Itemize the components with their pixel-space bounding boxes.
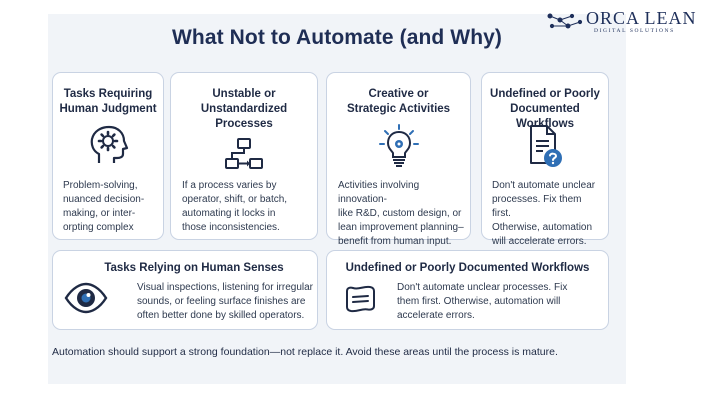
scroll-icon	[346, 285, 375, 313]
card-undefined-workflows-wide: Undefined or Poorly Documented Workflows…	[326, 250, 609, 330]
logo-tagline: DIGITAL SOLUTIONS	[594, 28, 675, 34]
card-title: Unstable or Unstandardized Processes	[200, 88, 288, 130]
orca-lean-logo: ORCA LEAN DIGITAL SOLUTIONS	[546, 8, 716, 38]
card-description: Activities involving innovation- like R&…	[338, 180, 464, 247]
process-flow-icon	[225, 138, 263, 169]
card-description: Don't automate unclear processes. Fix th…	[397, 282, 568, 321]
logo-name: ORCA LEAN	[586, 8, 697, 28]
card-description: Visual inspections, listening for irregu…	[137, 282, 314, 321]
card-unstable-processes: Unstable or Unstandardized Processes If …	[170, 72, 318, 240]
card-description: Don't automate unclear processes. Fix th…	[492, 180, 596, 247]
card-description: Problem-solving, nuanced decision- makin…	[63, 180, 145, 233]
card-title: Tasks Relying on Human Senses	[104, 262, 284, 274]
card-creative-activities: Creative or Strategic Activities Activit…	[326, 72, 471, 247]
card-title: Tasks Requiring Human Judgment	[59, 88, 157, 115]
head-gear-icon	[90, 125, 129, 163]
lightbulb-gear-icon	[378, 124, 419, 167]
eye-icon	[64, 282, 108, 314]
card-description: If a process varies by operator, shift, …	[182, 180, 288, 233]
document-question-icon	[530, 125, 562, 167]
card-undefined-workflows: Undefined or Poorly Documented Workflows…	[481, 72, 609, 247]
logo-mark-icon	[547, 13, 583, 29]
card-title: Undefined or Poorly Documented Workflows	[345, 262, 590, 274]
page-title: What Not to Automate (and Why)	[171, 26, 502, 49]
card-human-senses: Tasks Relying on Human Senses Visual ins…	[52, 250, 318, 330]
footer-note: Automation should support a strong found…	[52, 346, 558, 358]
card-human-judgment: Tasks Requiring Human Judgment Problem-s…	[52, 72, 164, 240]
card-title: Creative or Strategic Activities	[346, 88, 451, 115]
